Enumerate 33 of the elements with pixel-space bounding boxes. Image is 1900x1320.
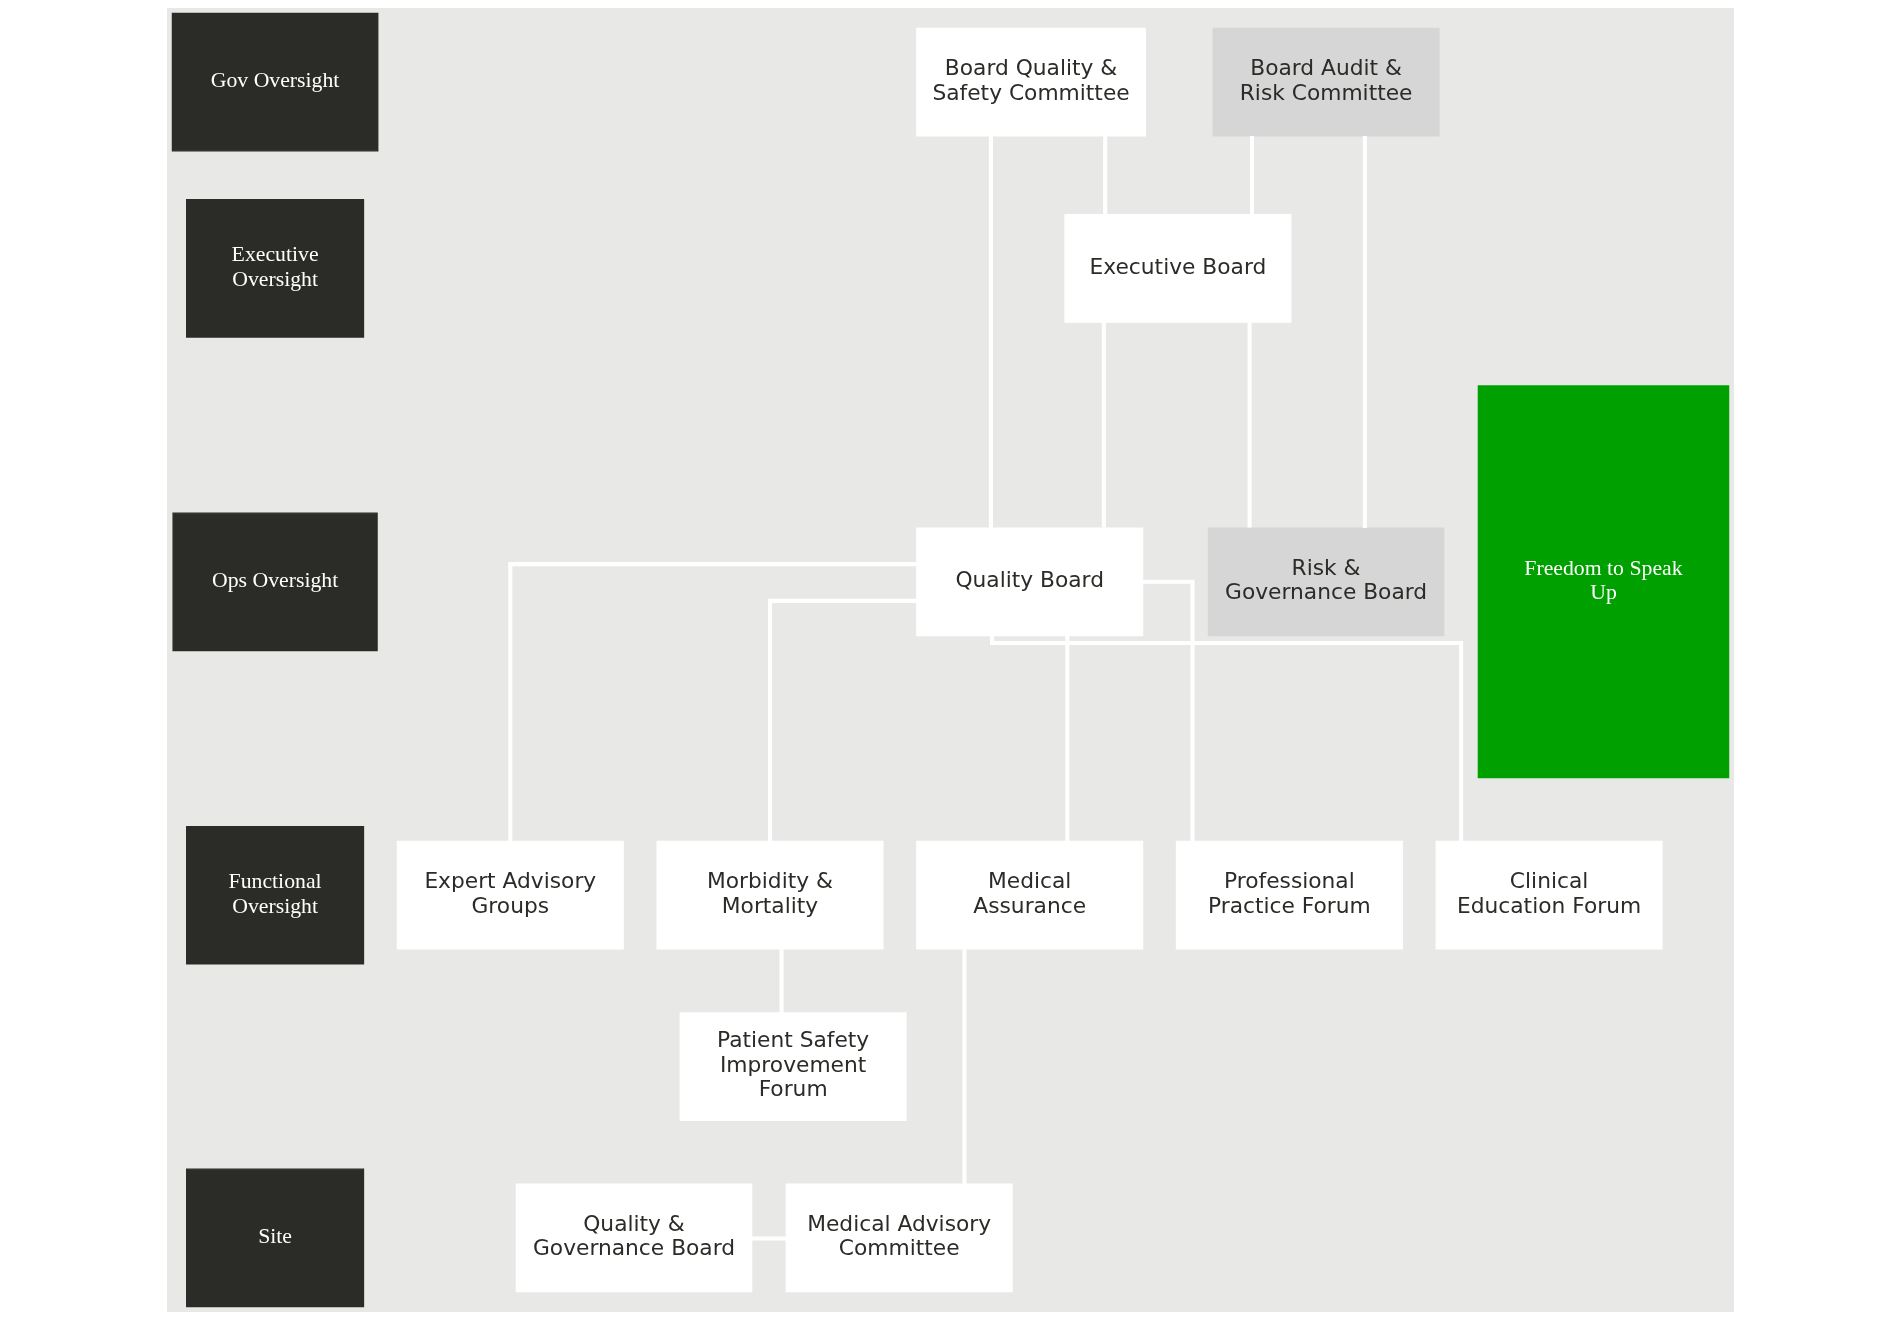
node-box: Quality Board xyxy=(915,527,1143,637)
connector xyxy=(507,562,916,842)
node-box: Gov Oversight xyxy=(171,12,378,152)
node-box: Patient Safety Improvement Forum xyxy=(679,1012,907,1121)
connector xyxy=(767,598,917,842)
node-box: Expert Advisory Groups xyxy=(396,840,624,950)
connector xyxy=(1249,136,1254,215)
node-box: Medical Advisory Committee xyxy=(785,1183,1013,1293)
node-box: Board Audit & Risk Committee xyxy=(1212,27,1440,137)
connector xyxy=(751,1236,786,1241)
connector xyxy=(988,136,993,529)
connector xyxy=(989,635,1463,842)
node-box: Professional Practice Forum xyxy=(1175,840,1403,950)
node-box: Functional Oversight xyxy=(185,825,364,965)
node-box: Freedom to Speak Up xyxy=(1477,385,1729,779)
node-box: Medical Assurance xyxy=(915,840,1143,950)
connector xyxy=(1247,322,1252,528)
connector xyxy=(1101,322,1106,528)
node-box: Risk & Governance Board xyxy=(1207,527,1444,637)
node-box: Morbidity & Mortality xyxy=(655,840,884,950)
connector xyxy=(1064,635,1069,841)
node-box: Clinical Education Forum xyxy=(1435,840,1663,950)
connector xyxy=(779,948,784,1013)
node-box: Board Quality & Safety Committee xyxy=(915,27,1146,137)
node-box: Ops Oversight xyxy=(171,512,378,652)
node-box: Executive Board xyxy=(1063,214,1291,323)
node-box: Quality & Governance Board xyxy=(515,1183,752,1293)
connector xyxy=(1102,136,1107,215)
node-box: Site xyxy=(185,1168,364,1308)
connector xyxy=(1142,579,1195,842)
connector xyxy=(961,949,966,1184)
node-box: Executive Oversight xyxy=(185,199,364,338)
connector xyxy=(1362,136,1367,529)
